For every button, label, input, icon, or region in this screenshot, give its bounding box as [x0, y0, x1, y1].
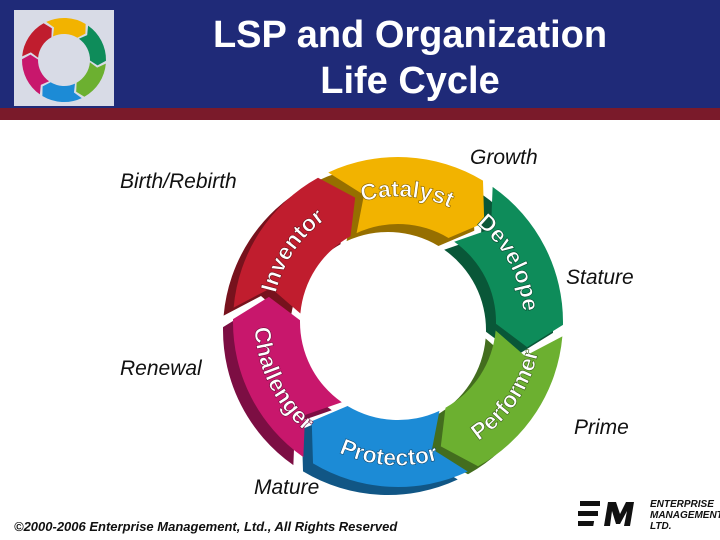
page-title: LSP and Organization Life Cycle — [130, 12, 690, 104]
stage-label-growth: Growth — [470, 146, 538, 169]
segment-inventor — [233, 177, 356, 314]
segment-protector — [311, 406, 468, 487]
header-bar — [0, 0, 720, 108]
thumb-segment-inventor — [22, 23, 52, 58]
stage-label-prime: Prime — [574, 416, 629, 439]
em-logo-icon — [578, 501, 634, 526]
logo-text: ENTERPRISE MANAGEMENT LTD. — [650, 499, 720, 532]
thumb-segment-performer — [76, 62, 106, 97]
logo-line3: LTD. — [650, 521, 672, 532]
stage-label-mature: Mature — [254, 476, 320, 499]
stage-label-birth: Birth/Rebirth — [120, 170, 237, 193]
logo-line1: ENTERPRISE — [650, 499, 714, 510]
thumb-segment-challenger — [22, 54, 50, 95]
cycle-thumbnail — [14, 10, 114, 106]
segment-catalyst — [328, 156, 485, 238]
segment-challenger — [233, 296, 342, 458]
stage-label-stature: Stature — [566, 266, 634, 289]
thumb-segment-catalyst — [46, 18, 86, 38]
page-title-line1: LSP and Organization — [212, 14, 608, 56]
page-title-line2: Life Cycle — [320, 60, 500, 102]
header-rule — [0, 108, 720, 120]
segment-developer — [454, 186, 563, 348]
company-logo: ENTERPRISE MANAGEMENT LTD. — [578, 497, 720, 532]
segment-performer — [440, 330, 563, 467]
thumb-segment-developer — [78, 25, 106, 66]
thumb-segment-protector — [42, 82, 82, 102]
logo-line2: MANAGEMENT — [650, 510, 720, 521]
cycle-thumbnail-icon — [22, 18, 106, 102]
stage-label-renewal: Renewal — [120, 357, 202, 380]
copyright-notice: ©2000-2006 Enterprise Management, Ltd., … — [14, 519, 398, 534]
